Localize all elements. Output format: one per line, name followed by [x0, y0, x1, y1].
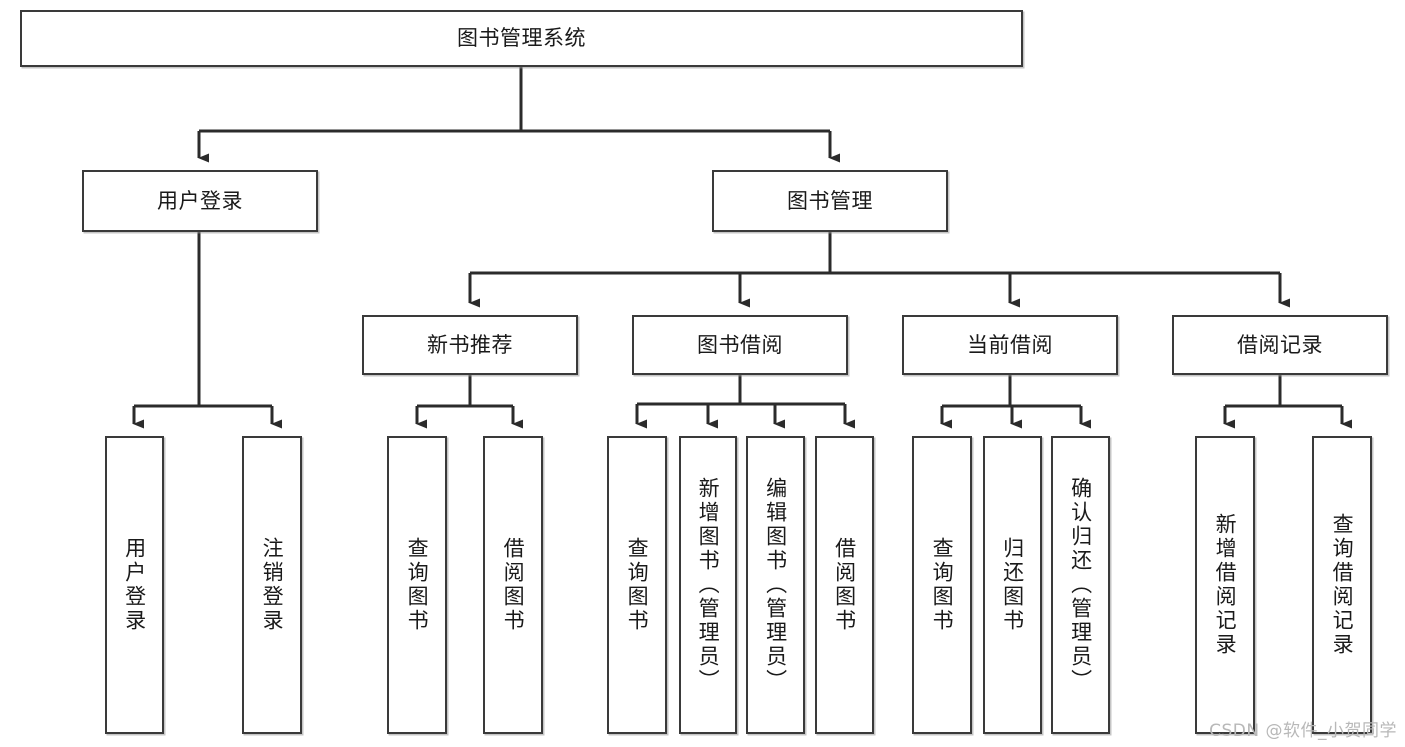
node-leaf-query-book-bb[interactable]: 查询图书 — [607, 436, 667, 734]
node-leaf-confirm-return-label: 确认归还（管理员） — [1068, 477, 1093, 693]
node-leaf-query-record-label: 查询借阅记录 — [1330, 513, 1355, 657]
node-leaf-add-book-label: 新增图书（管理员） — [696, 477, 721, 693]
node-book-manage-label: 图书管理 — [787, 188, 873, 213]
node-leaf-borrow-book-bb-label: 借阅图书 — [832, 537, 857, 633]
node-current-borrow[interactable]: 当前借阅 — [902, 315, 1118, 375]
node-new-book-recommend[interactable]: 新书推荐 — [362, 315, 578, 375]
node-new-book-recommend-label: 新书推荐 — [427, 332, 513, 357]
node-leaf-borrow-book-nb[interactable]: 借阅图书 — [483, 436, 543, 734]
node-user-login[interactable]: 用户登录 — [82, 170, 318, 232]
node-leaf-query-book-nb-label: 查询图书 — [405, 537, 430, 633]
node-user-login-label: 用户登录 — [157, 188, 243, 213]
node-current-borrow-label: 当前借阅 — [967, 332, 1053, 357]
node-leaf-query-record[interactable]: 查询借阅记录 — [1312, 436, 1372, 734]
node-leaf-return-book-label: 归还图书 — [1000, 537, 1025, 633]
node-leaf-query-book-cb-label: 查询图书 — [930, 537, 955, 633]
node-book-borrow-label: 图书借阅 — [697, 332, 783, 357]
node-borrow-record-label: 借阅记录 — [1237, 332, 1323, 357]
node-leaf-confirm-return[interactable]: 确认归还（管理员） — [1051, 436, 1110, 734]
node-leaf-query-book-bb-label: 查询图书 — [625, 537, 650, 633]
node-leaf-add-record-label: 新增借阅记录 — [1213, 513, 1238, 657]
node-book-borrow[interactable]: 图书借阅 — [632, 315, 848, 375]
node-leaf-return-book[interactable]: 归还图书 — [983, 436, 1042, 734]
node-leaf-user-login[interactable]: 用户登录 — [105, 436, 164, 734]
node-book-manage[interactable]: 图书管理 — [712, 170, 948, 232]
node-leaf-add-book[interactable]: 新增图书（管理员） — [679, 436, 737, 734]
node-leaf-borrow-book-nb-label: 借阅图书 — [501, 537, 526, 633]
node-leaf-logout-label: 注销登录 — [260, 537, 285, 633]
node-leaf-query-book-nb[interactable]: 查询图书 — [387, 436, 447, 734]
node-borrow-record[interactable]: 借阅记录 — [1172, 315, 1388, 375]
node-leaf-edit-book-label: 编辑图书（管理员） — [763, 477, 788, 693]
node-root[interactable]: 图书管理系统 — [20, 10, 1023, 67]
watermark: CSDN @软件_小贺同学 — [1209, 721, 1397, 741]
node-leaf-add-record[interactable]: 新增借阅记录 — [1195, 436, 1255, 734]
node-leaf-edit-book[interactable]: 编辑图书（管理员） — [746, 436, 805, 734]
node-leaf-borrow-book-bb[interactable]: 借阅图书 — [815, 436, 874, 734]
node-leaf-logout[interactable]: 注销登录 — [242, 436, 302, 734]
node-leaf-user-login-label: 用户登录 — [122, 537, 147, 633]
node-leaf-query-book-cb[interactable]: 查询图书 — [912, 436, 972, 734]
node-root-label: 图书管理系统 — [457, 26, 586, 51]
